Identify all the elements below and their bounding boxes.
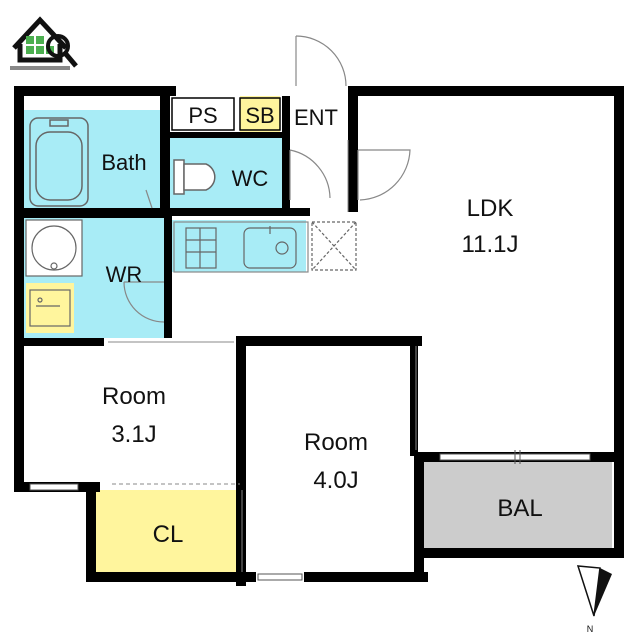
label-room-1-size: 3.1J [111,421,156,448]
balcony-fill [424,462,612,548]
label-bath: Bath [101,150,146,175]
logo [10,16,78,70]
label-room-2: Room [304,429,368,456]
label-room-2-size: 4.0J [313,467,358,494]
washing-machine [25,219,83,277]
magnifier-icon [46,34,78,68]
windows [29,450,591,581]
door-swings [123,35,411,323]
label-wc: WC [232,166,269,191]
label-wr: WR [106,262,143,287]
vanity-fill [26,283,74,333]
toilet [173,159,216,195]
service-boxes [171,97,281,131]
label-ent: ENT [294,105,338,130]
closet-fill [96,490,242,572]
label-room-1: Room [102,383,166,410]
bathtub [29,117,89,207]
label-ldk-size: 11.1J [462,231,519,258]
label-ldk: LDK [467,195,514,222]
bath-fill [24,110,160,214]
vanity [29,289,71,327]
kitchen-counter-fill [172,220,306,272]
north-arrow-icon: N [576,565,612,634]
label-sb: SB [245,103,274,128]
kitchen [173,221,357,273]
label-cl: CL [153,521,184,548]
label-ps: PS [188,103,217,128]
sb-fill [240,96,280,132]
compass-north-label: N [587,624,594,634]
label-bal: BAL [497,495,542,522]
partitions [108,140,417,572]
walls [14,86,624,586]
